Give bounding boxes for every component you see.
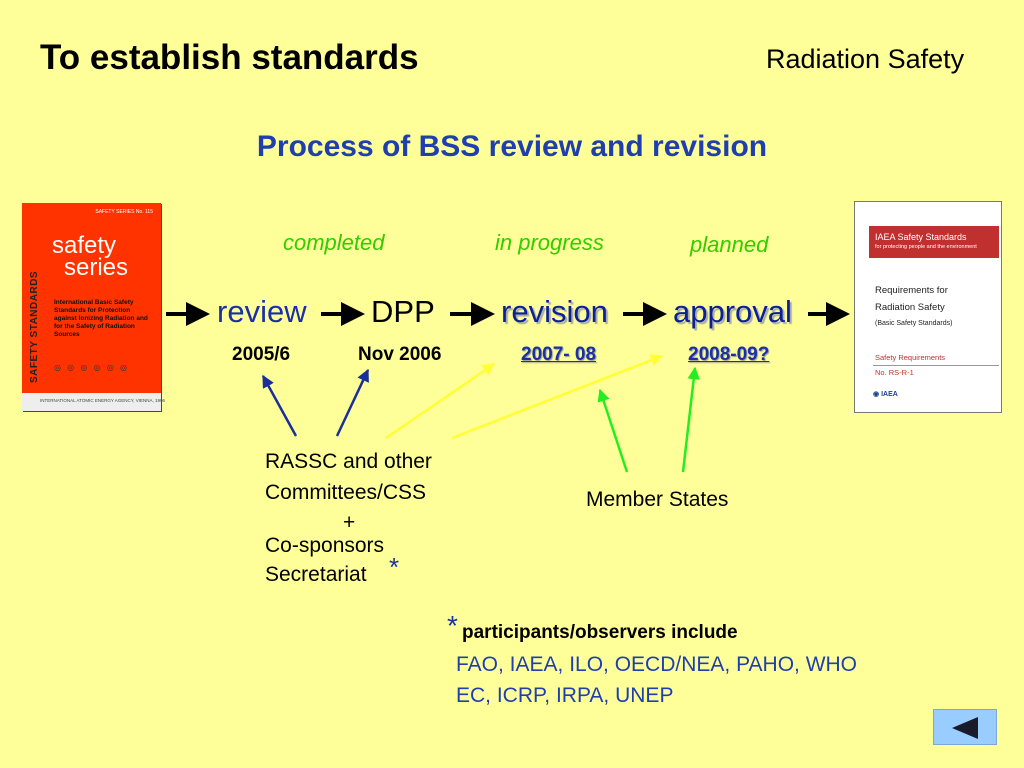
green-arrow-approval: [681, 366, 700, 473]
date-review: 2005/6: [232, 344, 291, 365]
actor-plus: +: [343, 511, 356, 534]
back-triangle-icon: [952, 717, 978, 739]
step-approval: approval: [673, 294, 792, 329]
brand-line1: safety: [52, 232, 117, 259]
publisher-strip: INTERNATIONAL ATOMIC ENERGY AGENCY, VIEN…: [22, 393, 165, 411]
footnote-asterisk: *: [447, 610, 458, 641]
book-number: No. RS-R-1: [875, 368, 914, 377]
date-approval: 2008-09?: [688, 344, 770, 365]
iaea-requirements-book-cover: IAEA Safety Standards for protecting peo…: [854, 201, 1002, 413]
actor-secretariat: Secretariat: [265, 563, 367, 586]
yellow-arrow-approval: [451, 354, 664, 440]
book-requirement-label: Safety Requirements: [875, 353, 946, 362]
green-arrow-revision: [597, 388, 629, 473]
book-title-line3: (Basic Safety Standards): [875, 320, 953, 327]
book-cover-text: International Basic Safety Standards for…: [54, 299, 148, 338]
actor-cosponsors: Co-sponsors: [265, 534, 385, 557]
iaea-logo: ◉ IAEA: [873, 391, 898, 398]
safety-series-book-cover: SAFETY SERIES No. 115 SAFETY STANDARDS s…: [22, 203, 165, 411]
date-revision: 2007- 08: [521, 344, 597, 365]
actor-member-states: Member States: [586, 488, 729, 511]
footnote-heading: participants/observers include: [462, 622, 738, 643]
navy-arrow-dpp: [335, 368, 370, 437]
status-in-progress: in progress: [495, 230, 604, 255]
step-revision: revision: [501, 294, 608, 329]
step-review: review: [217, 294, 307, 329]
band-title: IAEA Safety Standards: [875, 232, 967, 242]
book-brand: safety series: [52, 232, 129, 281]
book-divider: [873, 365, 999, 366]
slide-subtitle: Process of BSS review and revision: [256, 130, 768, 163]
status-completed: completed: [283, 230, 385, 255]
footnote-line2: EC, ICRP, IRPA, UNEP: [456, 684, 674, 707]
book-title: Requirements for Radiation Safety: [875, 282, 948, 316]
book-band: IAEA Safety Standards for protecting peo…: [869, 226, 999, 258]
step-dpp: DPP: [371, 294, 435, 329]
sponsor-logos-icon: ◎ ◎ ◎ ◎ ◎ ◎: [54, 363, 129, 372]
navy-arrow-review: [261, 374, 298, 437]
secretariat-asterisk: *: [389, 552, 400, 582]
brand-line2: series: [64, 254, 129, 281]
actor-rassc-line2: Committees/CSS: [265, 481, 427, 504]
series-number: SAFETY SERIES No. 115: [95, 209, 153, 215]
book-title-line2: Radiation Safety: [875, 302, 945, 313]
date-dpp: Nov 2006: [358, 344, 442, 365]
section-label: Radiation Safety: [766, 44, 965, 74]
status-planned: planned: [690, 232, 769, 257]
back-button[interactable]: [933, 709, 997, 745]
yellow-arrow-revision: [385, 362, 496, 440]
book-title-line1: Requirements for: [875, 285, 948, 296]
actor-rassc-line1: RASSC and other: [265, 450, 432, 473]
footnote-line1: FAO, IAEA, ILO, OECD/NEA, PAHO, WHO: [456, 653, 858, 676]
band-subtitle: for protecting people and the environmen…: [875, 244, 977, 250]
slide-title: To establish standards: [40, 38, 419, 77]
